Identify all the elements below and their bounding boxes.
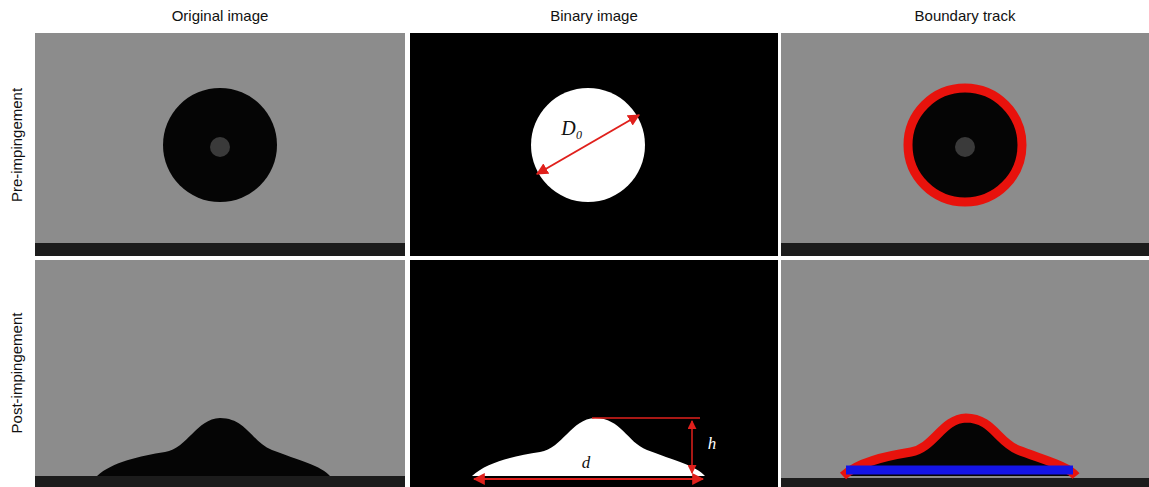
column-header: Original image xyxy=(172,8,269,25)
post-binary xyxy=(410,260,778,487)
row-header: Post-impingement xyxy=(9,313,26,434)
column-header: Binary image xyxy=(550,8,638,25)
post-original xyxy=(35,260,405,487)
post-boundary xyxy=(781,260,1149,487)
diameter-label: D₀ xyxy=(561,117,582,139)
pre-original xyxy=(35,33,405,256)
width-label: d xyxy=(582,454,591,473)
pre-binary xyxy=(410,33,778,256)
row-header: Pre-impingement xyxy=(9,88,26,202)
height-label: h xyxy=(708,435,717,454)
column-header: Boundary track xyxy=(915,8,1016,25)
pre-boundary xyxy=(781,33,1149,256)
